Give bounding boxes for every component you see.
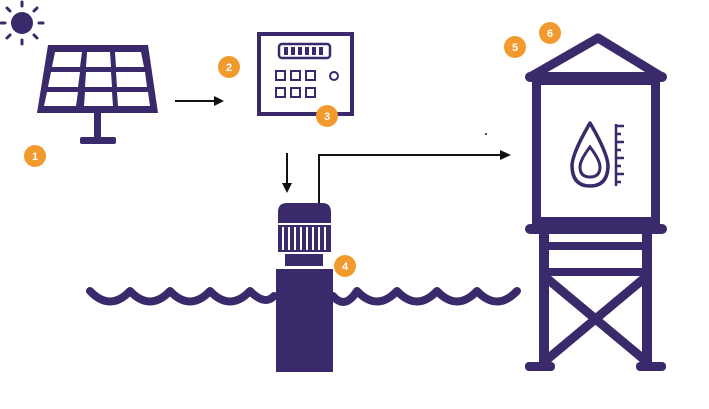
badge-6: 6 [539,22,561,44]
submersible-pump-icon [276,203,333,372]
water-wave-icon [86,287,521,306]
badge-3-label: 3 [324,111,330,123]
arrow-pump-to-tank [318,150,511,203]
sun-icon [0,0,45,46]
badge-2-label: 2 [226,62,232,74]
pump-controller-icon [257,32,354,116]
badge-4-label: 4 [342,261,349,273]
badge-6-label: 6 [547,28,553,40]
badge-1: 1 [24,145,46,167]
solar-panel-icon [37,45,158,144]
badge-1-label: 1 [32,151,38,163]
badge-4: 4 [334,255,356,277]
water-drop-icon [570,121,624,188]
badge-2: 2 [218,56,240,78]
badge-5: 5 [504,36,526,58]
badge-5-label: 5 [512,42,518,54]
badge-3: 3 [316,105,338,127]
arrow-controller-to-pump [282,153,292,193]
dot-mark [485,133,487,135]
arrow-panel-to-controller [175,96,224,106]
water-tower-icon [525,33,667,371]
